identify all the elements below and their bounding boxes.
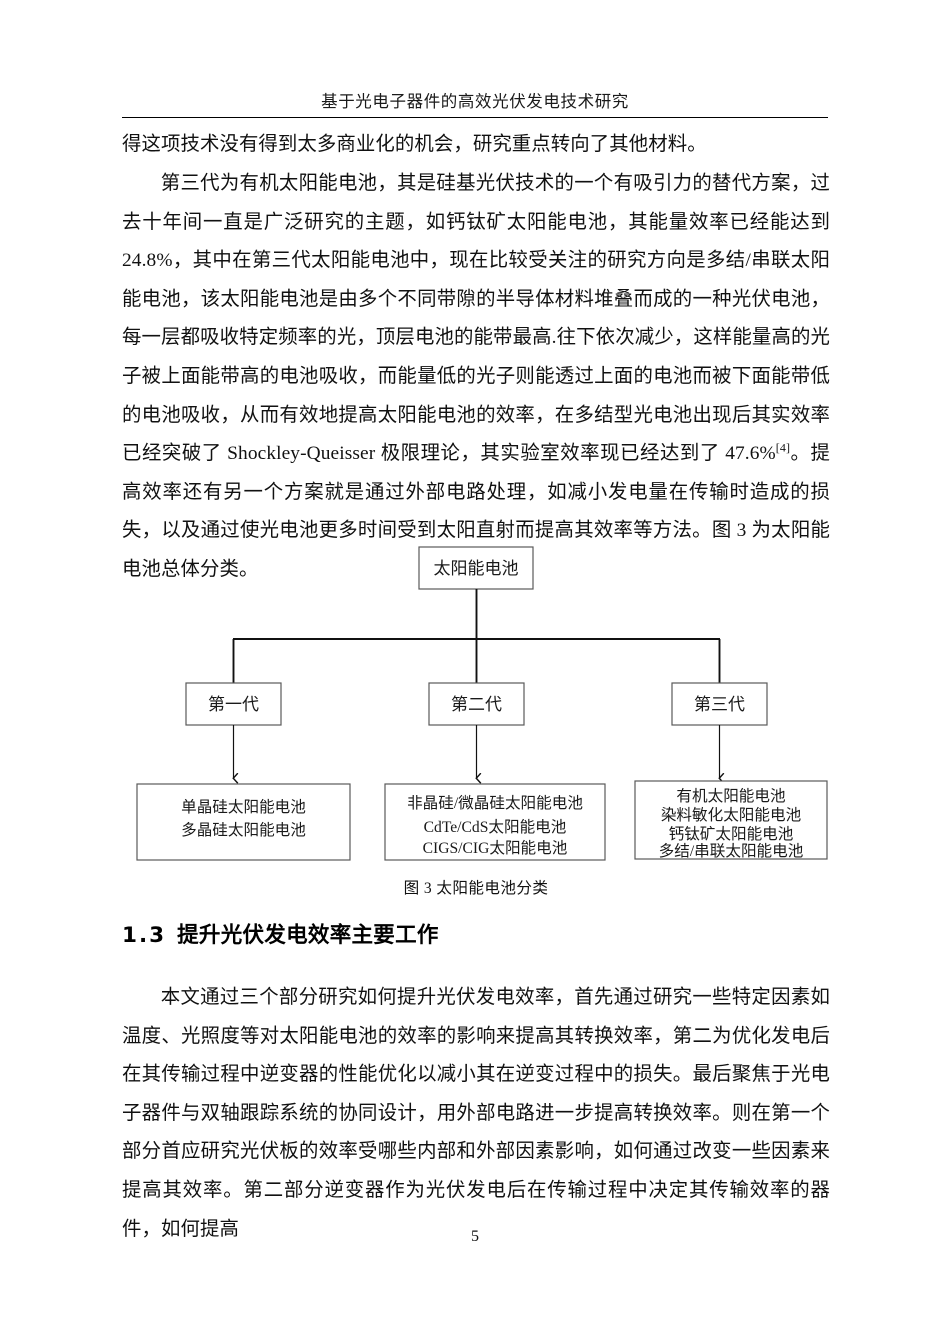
paragraph-1-container: 得这项技术没有得到太多商业化的机会，研究重点转向了其他材料。: [122, 126, 830, 165]
flowchart-leaf-box-2: 非晶硅/微晶硅太阳能电池 CdTe/CdS太阳能电池 CIGS/CIG太阳能电池: [384, 783, 606, 861]
flowchart-arrows: [234, 725, 720, 778]
flowchart-generation-node-1: 第一代: [185, 682, 282, 726]
flowchart-leaf-1-line-1: 单晶硅太阳能电池: [181, 798, 306, 816]
section-heading-text: 提升光伏发电效率主要工作: [177, 923, 439, 948]
figure-caption: 图 3 太阳能电池分类: [403, 880, 549, 897]
paragraph-3-container: 本文通过三个部分研究如何提升光伏发电效率，首先通过研究一些特定因素如温度、光照度…: [122, 979, 830, 1249]
section-heading: 1.3 提升光伏发电效率主要工作: [122, 918, 830, 949]
running-header: 基于光电子器件的高效光伏发电技术研究: [122, 88, 828, 118]
flowchart-leaf-3-line-3: 钙钛矿太阳能电池: [669, 825, 794, 843]
flowchart-leaf-3-line-2: 染料敏化太阳能电池: [661, 806, 802, 824]
flowchart-connectors: [232, 589, 721, 683]
flowchart-leaf-3-line-1: 有机太阳能电池: [676, 787, 786, 805]
page-number: 5: [471, 1228, 479, 1245]
flowchart-generation-node-3: 第三代: [671, 682, 768, 726]
citation-reference-4: [4]: [775, 440, 791, 455]
flowchart-leaf-3-line-4: 多结/串联太阳能电池: [659, 842, 804, 860]
flowchart-generation-label-2: 第二代: [451, 695, 502, 714]
flowchart-generation-label-1: 第一代: [208, 695, 259, 714]
flowchart-leaf-1-line-2: 多晶硅太阳能电池: [181, 821, 306, 839]
paragraph-2-container: 第三代为有机太阳能电池，其是硅基光伏技术的一个有吸引力的替代方案，过去十年间一直…: [122, 165, 830, 590]
flowchart-leaf-box-1: 单晶硅太阳能电池 多晶硅太阳能电池: [136, 783, 351, 861]
flowchart-leaf-2-line-2: CdTe/CdS太阳能电池: [424, 818, 567, 836]
flowchart-leaf-box-3: 有机太阳能电池 染料敏化太阳能电池 钙钛矿太阳能电池 多结/串联太阳能电池: [634, 780, 828, 860]
flowchart-leaf-2-line-1: 非晶硅/微晶硅太阳能电池: [407, 794, 583, 812]
header-rule: [122, 117, 828, 118]
paragraph-2-text-before-ref: 第三代为有机太阳能电池，其是硅基光伏技术的一个有吸引力的替代方案，过去十年间一直…: [122, 173, 830, 465]
paragraph-1: 得这项技术没有得到太多商业化的机会，研究重点转向了其他材料。: [122, 134, 707, 155]
paragraph-2: 第三代为有机太阳能电池，其是硅基光伏技术的一个有吸引力的替代方案，过去十年间一直…: [122, 165, 830, 590]
flowchart-root-label: 太阳能电池: [434, 559, 519, 578]
paragraph-3: 本文通过三个部分研究如何提升光伏发电效率，首先通过研究一些特定因素如温度、光照度…: [122, 987, 830, 1240]
section-heading-number: 1.3: [122, 923, 167, 948]
header-title: 基于光电子器件的高效光伏发电技术研究: [321, 92, 629, 111]
flowchart-leaf-2-line-3: CIGS/CIG太阳能电池: [423, 839, 568, 857]
figure-solar-cell-classification: 太阳能电池 第一代 第二代 第三代: [122, 538, 830, 870]
flowchart-generation-node-2: 第二代: [428, 682, 525, 726]
flowchart-root-node: 太阳能电池: [418, 546, 534, 590]
flowchart-generation-label-3: 第三代: [694, 695, 745, 714]
paragraph-2-text-after-ref: 。提高效率还有另一个方案就是通过外部电路处理，如减小发电量在传输时造成的损失，以…: [122, 443, 830, 580]
